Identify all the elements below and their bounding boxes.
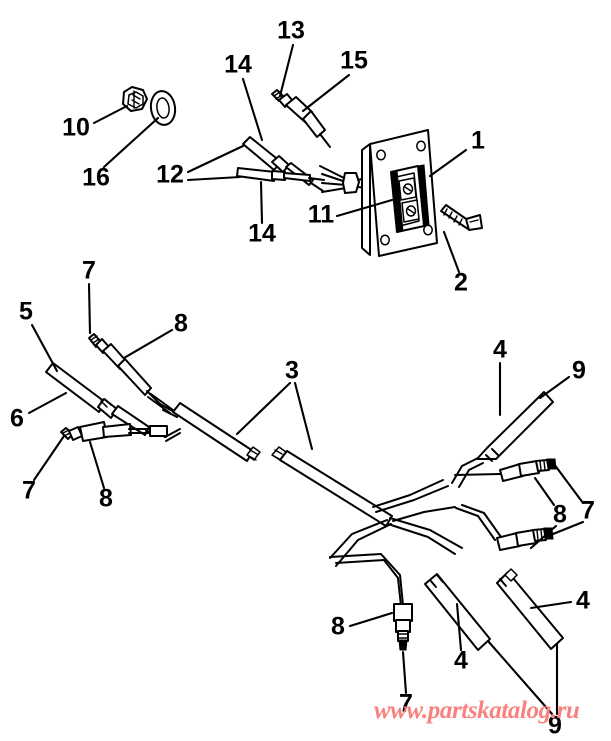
callout-16: 16: [82, 164, 110, 192]
harness-sleeve-section-b: [271, 446, 393, 527]
callout-numbers: 1 2 3 4 4 4 5 6 7 7 7 7 8 8 8 8 9 9 10 1…: [10, 17, 595, 740]
callout-4a: 4: [493, 336, 507, 364]
fuse-holder-upper-right: [451, 391, 554, 488]
insulated-lead-lower: [236, 167, 325, 182]
flat-washer-part: [149, 90, 177, 126]
harness-sleeve-section-a: [172, 402, 261, 462]
bullet-connector-right-upper: [454, 458, 557, 482]
callout-7d: 7: [399, 690, 413, 718]
callout-8c: 8: [553, 501, 567, 529]
callout-8b: 8: [99, 485, 113, 513]
callout-1: 1: [471, 127, 485, 155]
callout-9b: 9: [548, 712, 562, 740]
insulated-lead-upper: [242, 136, 324, 192]
terminal-block-part: [390, 164, 430, 233]
callout-3: 3: [285, 357, 299, 385]
callout-5: 5: [19, 298, 33, 326]
callout-13: 13: [277, 17, 305, 45]
callout-2: 2: [454, 269, 468, 297]
bullet-connector-bottom-center: [329, 553, 413, 651]
mounting-screw-part: [440, 204, 483, 231]
connector-plate-part: [361, 129, 438, 257]
hex-nut-part: [122, 86, 148, 112]
callout-12: 12: [156, 161, 184, 189]
callout-14a: 14: [224, 51, 252, 79]
callout-14b: 14: [248, 220, 276, 248]
callout-15: 15: [340, 47, 368, 75]
bullet-connector-lower-left: [60, 421, 168, 442]
leader-lines: [27, 43, 585, 716]
watermark-url: www.partskatalog.ru: [374, 697, 580, 724]
callout-7a: 7: [82, 257, 96, 285]
callout-9a: 9: [572, 357, 586, 385]
callout-4c: 4: [576, 587, 590, 615]
bullet-connector-upper-left: [88, 333, 163, 407]
callout-6: 6: [10, 405, 24, 433]
upper-bullet-connector: [271, 89, 331, 148]
callout-8d: 8: [331, 613, 345, 641]
callout-7c: 7: [581, 497, 595, 525]
bullet-connector-right-lower: [455, 504, 554, 551]
callout-11: 11: [308, 201, 335, 229]
harness-wire-split: [329, 479, 463, 567]
callout-8a: 8: [174, 310, 188, 338]
callout-7b: 7: [22, 477, 36, 505]
callout-10: 10: [62, 114, 90, 142]
callout-4b: 4: [454, 647, 468, 675]
wire-grommet-bundle: [319, 165, 367, 194]
fuse-holder-bottom-right: [496, 568, 564, 650]
